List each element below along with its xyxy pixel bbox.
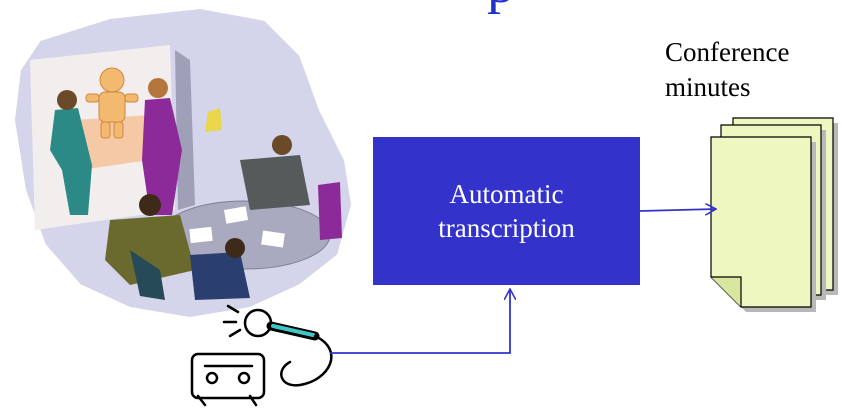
output-label-line-1: Conference bbox=[665, 37, 790, 67]
automatic-transcription-box: Automatic transcription bbox=[373, 137, 640, 285]
process-line-2: transcription bbox=[438, 213, 575, 243]
title-fragment: p bbox=[487, 0, 515, 12]
conference-minutes-label: Conference minutes bbox=[665, 35, 789, 105]
arrow-box-to-minutes bbox=[639, 209, 716, 211]
output-label-line-2: minutes bbox=[665, 72, 751, 102]
process-line-1: Automatic bbox=[449, 179, 564, 209]
microphone-recorder-icon bbox=[190, 304, 333, 407]
meeting-clipart bbox=[12, 6, 354, 320]
documents-stack-icon bbox=[710, 117, 838, 312]
arrow-recorder-to-box bbox=[330, 289, 510, 354]
